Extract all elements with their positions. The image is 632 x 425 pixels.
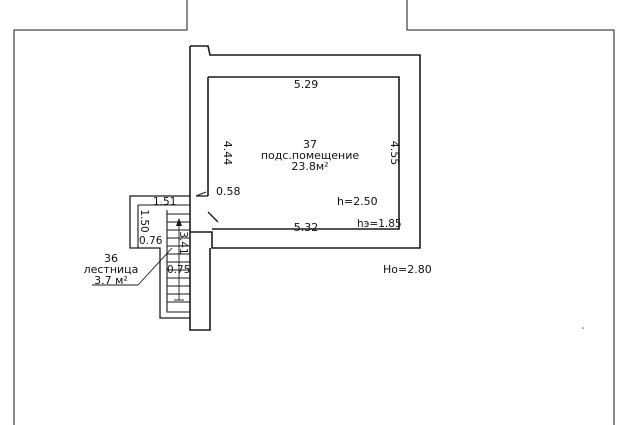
total-height: Ho=2.80 bbox=[383, 263, 432, 276]
door-width: 0.58 bbox=[216, 185, 241, 198]
room36-area: 3.7 м² bbox=[94, 274, 128, 287]
room36-name: лестница bbox=[84, 263, 139, 276]
room37-number: 37 bbox=[303, 138, 317, 151]
room36-walls bbox=[129, 195, 211, 331]
room37-ceiling-height: h=2.50 bbox=[337, 195, 378, 208]
room37-dim-bottom: 5.32 bbox=[294, 221, 319, 234]
room37-dim-left: 4.44 bbox=[221, 141, 234, 166]
room36-leader bbox=[92, 247, 173, 286]
stray-mark bbox=[582, 327, 584, 329]
room36-dim-landing: 0.75 bbox=[167, 264, 190, 276]
stair-treads bbox=[167, 213, 190, 303]
room37-name: подс.помещение bbox=[261, 149, 360, 162]
room36-number: 36 bbox=[104, 252, 118, 265]
door bbox=[195, 191, 219, 223]
room37-dim-top: 5.29 bbox=[294, 78, 319, 91]
room37-dim-right: 4.55 bbox=[388, 141, 401, 166]
outer-boundary bbox=[13, 0, 615, 425]
room36-dim-run: 3.41 bbox=[177, 231, 189, 254]
room36-dim-lower: 0.76 bbox=[139, 235, 163, 247]
room37-area: 23.8м² bbox=[291, 160, 328, 173]
room37-walls bbox=[189, 45, 421, 249]
room37-floor-level: hэ=1.85 bbox=[357, 218, 402, 230]
room36-dim-height: 1.50 bbox=[138, 209, 150, 232]
stair-arrow bbox=[174, 218, 184, 301]
room36-dim-width: 1.51 bbox=[153, 196, 176, 208]
